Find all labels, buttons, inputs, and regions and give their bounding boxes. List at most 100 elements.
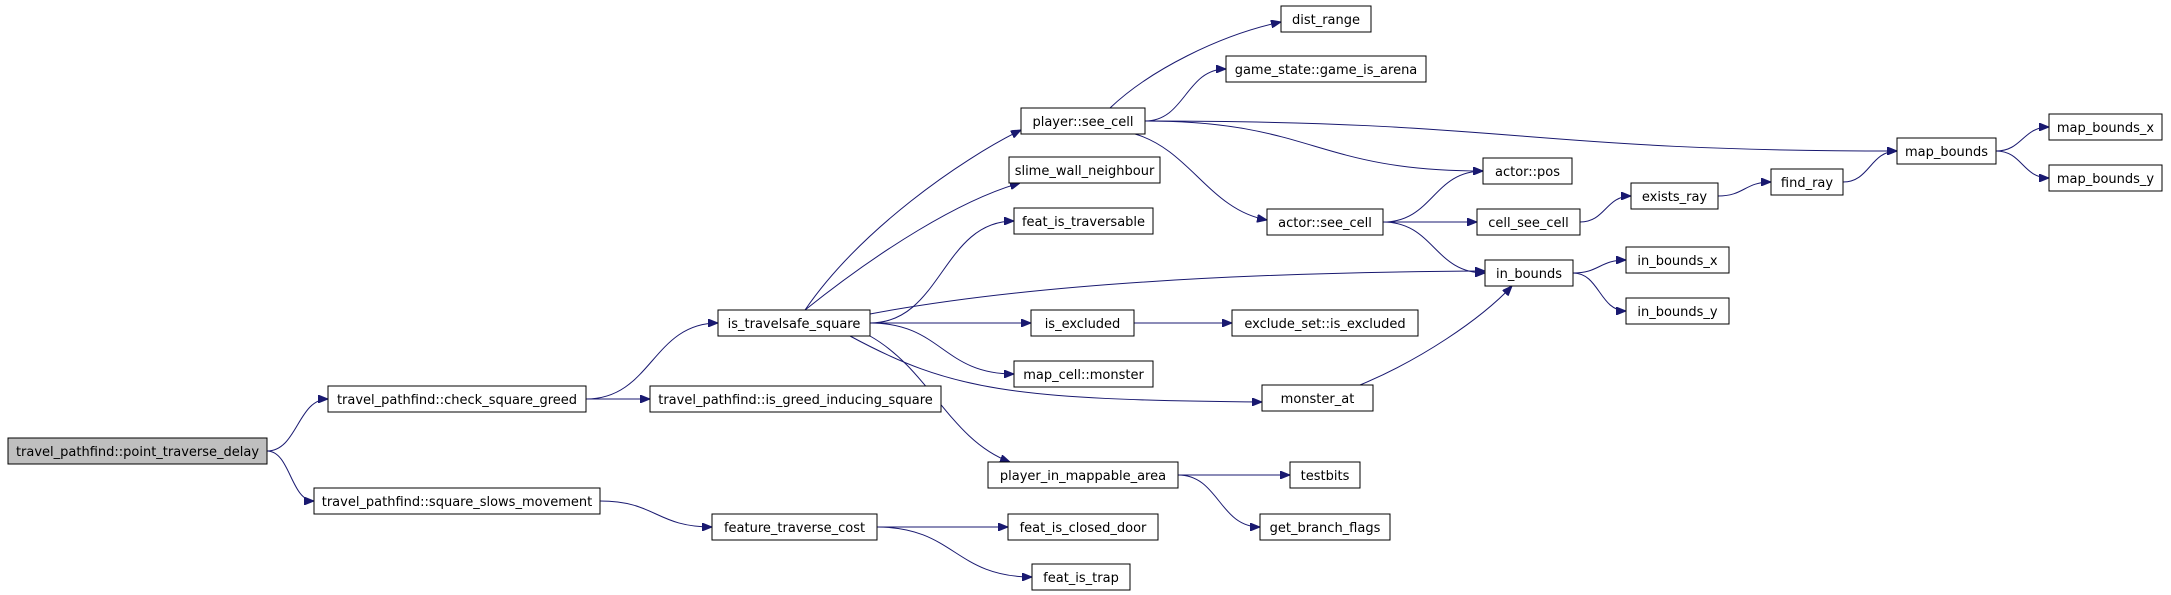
edge-arrow xyxy=(1572,272,1626,311)
node-label: is_excluded xyxy=(1045,317,1121,332)
node-is-greed-inducing-square[interactable]: travel_pathfind::is_greed_inducing_squar… xyxy=(649,385,942,413)
node-map-bounds-y[interactable]: map_bounds_y xyxy=(2048,164,2163,192)
node-label: map_cell::monster xyxy=(1023,368,1144,383)
edges-layer xyxy=(266,22,2049,577)
node-label: exists_ray xyxy=(1642,190,1708,205)
node-map-bounds[interactable]: map_bounds xyxy=(1896,137,1997,165)
edge-arrow xyxy=(1134,133,1267,220)
node-label: cell_see_cell xyxy=(1488,216,1569,231)
edge-arrow xyxy=(869,221,1014,324)
node-label: monster_at xyxy=(1281,392,1355,407)
edge-arrow xyxy=(849,335,1262,402)
node-label: travel_pathfind::square_slows_movement xyxy=(322,495,593,510)
edge-arrow xyxy=(1842,151,1897,183)
node-box xyxy=(1231,309,1419,337)
node-is-travelsafe-square[interactable]: is_travelsafe_square xyxy=(717,309,871,337)
node-box xyxy=(1261,384,1374,412)
node-label: get_branch_flags xyxy=(1270,521,1381,536)
edge-cell-see-cell-to-exists-ray xyxy=(1579,196,1631,223)
node-testbits[interactable]: testbits xyxy=(1289,461,1361,489)
edge-player-see-cell-to-actor-pos xyxy=(1144,120,1483,171)
node-slime-wall-neighbour[interactable]: slime_wall_neighbour xyxy=(1008,156,1161,184)
node-label: feat_is_traversable xyxy=(1022,215,1145,230)
node-box xyxy=(1476,208,1581,236)
node-label: is_travelsafe_square xyxy=(728,317,861,332)
node-feat-is-closed-door[interactable]: feat_is_closed_door xyxy=(1007,513,1159,541)
node-label: feat_is_closed_door xyxy=(1020,521,1147,536)
edge-arrow xyxy=(1995,150,2049,178)
edge-map-bounds-to-map-bounds-y xyxy=(1995,150,2049,178)
edge-is-travelsafe-square-to-monster-at xyxy=(849,335,1262,402)
edge-is-travelsafe-square-to-feat-is-traversable xyxy=(869,221,1014,324)
node-box xyxy=(2048,113,2163,141)
node-feat-is-trap[interactable]: feat_is_trap xyxy=(1031,563,1131,591)
edge-arrow xyxy=(599,500,712,527)
edge-check-square-greed-to-is-travelsafe-square xyxy=(585,323,718,400)
node-exists-ray[interactable]: exists_ray xyxy=(1630,182,1719,210)
edge-square-slows-movement-to-feature-traverse-cost xyxy=(599,500,712,527)
node-game-is-arena[interactable]: game_state::game_is_arena xyxy=(1225,55,1427,83)
node-player-see-cell[interactable]: player::see_cell xyxy=(1020,107,1146,135)
node-dist-range[interactable]: dist_range xyxy=(1280,5,1372,33)
node-box xyxy=(1007,513,1159,541)
edge-map-bounds-to-map-bounds-x xyxy=(1995,127,2049,152)
edge-arrow xyxy=(266,450,315,501)
node-check-square-greed[interactable]: travel_pathfind::check_square_greed xyxy=(327,385,587,413)
edge-arrow xyxy=(869,322,1014,374)
node-exclude-set-is-excluded[interactable]: exclude_set::is_excluded xyxy=(1231,309,1419,337)
edge-is-travelsafe-square-to-in-bounds xyxy=(869,271,1485,315)
node-box xyxy=(987,461,1179,489)
edge-in-bounds-to-in-bounds-y xyxy=(1572,272,1626,311)
node-monster-at[interactable]: monster_at xyxy=(1261,384,1374,412)
edge-arrow xyxy=(804,183,1020,311)
node-is-excluded[interactable]: is_excluded xyxy=(1030,309,1135,337)
node-map-bounds-x[interactable]: map_bounds_x xyxy=(2048,113,2163,141)
node-find-ray[interactable]: find_ray xyxy=(1770,168,1844,196)
node-label: map_bounds_x xyxy=(2057,121,2155,136)
edge-point-traverse-delay-to-check-square-greed xyxy=(266,399,328,452)
nodes-layer: travel_pathfind::point_traverse_delaytra… xyxy=(7,5,2163,591)
node-label: travel_pathfind::point_traverse_delay xyxy=(16,445,259,460)
node-cell-see-cell[interactable]: cell_see_cell xyxy=(1476,208,1581,236)
node-in-bounds-x[interactable]: in_bounds_x xyxy=(1625,246,1730,274)
node-in-bounds[interactable]: in_bounds xyxy=(1484,259,1574,287)
node-box xyxy=(1020,107,1146,135)
node-label: map_bounds xyxy=(1905,145,1988,160)
node-actor-pos[interactable]: actor::pos xyxy=(1482,157,1573,185)
edge-player-see-cell-to-dist-range xyxy=(1109,22,1281,109)
node-box xyxy=(327,385,587,413)
node-box xyxy=(1625,297,1730,325)
edge-arrow xyxy=(1177,474,1260,527)
node-player-in-mappable-area[interactable]: player_in_mappable_area xyxy=(987,461,1179,489)
edge-arrow xyxy=(1717,182,1771,197)
node-label: travel_pathfind::check_square_greed xyxy=(337,393,577,408)
node-square-slows-movement[interactable]: travel_pathfind::square_slows_movement xyxy=(313,487,601,515)
edge-arrow xyxy=(1995,127,2049,152)
node-point-traverse-delay[interactable]: travel_pathfind::point_traverse_delay xyxy=(7,437,268,465)
edge-arrow xyxy=(1579,196,1631,223)
node-box xyxy=(1289,461,1361,489)
node-box xyxy=(7,437,268,465)
edge-in-bounds-to-in-bounds-x xyxy=(1572,260,1626,274)
edge-arrow xyxy=(869,271,1485,315)
edge-actor-see-cell-to-actor-pos xyxy=(1382,171,1483,223)
node-box xyxy=(1630,182,1719,210)
edge-player-in-mappable-area-to-get-branch-flags xyxy=(1177,474,1260,527)
node-get-branch-flags[interactable]: get_branch_flags xyxy=(1259,513,1391,541)
node-in-bounds-y[interactable]: in_bounds_y xyxy=(1625,297,1730,325)
edge-actor-see-cell-to-in-bounds xyxy=(1382,221,1485,273)
node-actor-see-cell[interactable]: actor::see_cell xyxy=(1266,208,1384,236)
node-map-cell-monster[interactable]: map_cell::monster xyxy=(1013,360,1154,388)
edge-arrow xyxy=(876,526,1032,577)
node-box xyxy=(1008,156,1161,184)
node-label: actor::see_cell xyxy=(1278,216,1372,231)
node-feat-is-traversable[interactable]: feat_is_traversable xyxy=(1013,207,1154,235)
node-box xyxy=(1031,563,1131,591)
node-label: testbits xyxy=(1301,469,1350,484)
edge-arrow xyxy=(1572,260,1626,274)
node-feature-traverse-cost[interactable]: feature_traverse_cost xyxy=(711,513,878,541)
edge-feature-traverse-cost-to-feat-is-trap xyxy=(876,526,1032,577)
node-box xyxy=(1266,208,1384,236)
node-label: travel_pathfind::is_greed_inducing_squar… xyxy=(658,393,933,408)
